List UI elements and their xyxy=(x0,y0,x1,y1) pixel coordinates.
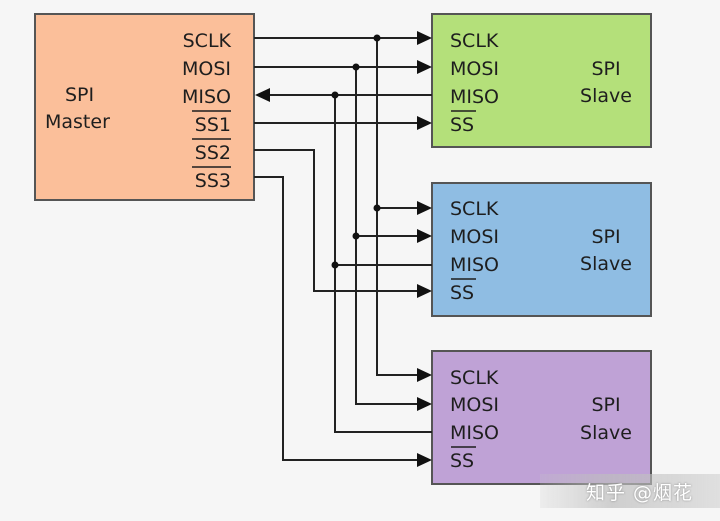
master-name-line2: Master xyxy=(45,111,110,133)
arrow-slave2-ss xyxy=(417,284,432,298)
slave3-box xyxy=(431,350,652,485)
master-pin-ss2: SS2 xyxy=(195,142,231,164)
master-pin-miso: MISO xyxy=(182,86,231,108)
ss3-wire xyxy=(254,176,418,461)
slave2-name-line2: Slave xyxy=(580,253,632,275)
slave3-pin-ss: SS xyxy=(450,450,474,472)
arrow-master-miso xyxy=(255,88,270,102)
slave2-pin-mosi: MOSI xyxy=(450,226,499,248)
slave2-box xyxy=(431,182,652,317)
arrow-slave1-mosi xyxy=(417,60,432,74)
arrow-slave3-mosi xyxy=(417,397,432,411)
slave1-pin-sclk: SCLK xyxy=(450,30,499,52)
slave1-box xyxy=(431,13,652,148)
arrow-slave1-sclk xyxy=(417,31,432,45)
slave3-pin-sclk: SCLK xyxy=(450,367,499,389)
master-pin-sclk: SCLK xyxy=(183,30,232,52)
slave3-name-line2: Slave xyxy=(580,422,632,444)
watermark-backdrop xyxy=(540,474,720,508)
ss2-wire xyxy=(254,149,418,292)
slave3-pin-miso: MISO xyxy=(450,422,499,444)
slave2-pin-sclk: SCLK xyxy=(450,198,499,220)
mosi-wire xyxy=(254,63,418,405)
slave2-pin-ss: SS xyxy=(450,282,474,304)
arrow-slave1-ss xyxy=(417,116,432,130)
slave3-pin-mosi: MOSI xyxy=(450,394,499,416)
sclk-wire xyxy=(254,34,418,376)
master-name-line1: SPI xyxy=(65,84,94,106)
miso-wire xyxy=(270,91,432,433)
arrow-slave2-sclk xyxy=(417,201,432,215)
arrow-slave2-mosi xyxy=(417,229,432,243)
slave1-pin-mosi: MOSI xyxy=(450,58,499,80)
slave2-pin-miso: MISO xyxy=(450,254,499,276)
watermark: 知乎 @烟花 xyxy=(586,482,694,504)
arrow-slave3-sclk xyxy=(417,368,432,382)
slave1-name-line2: Slave xyxy=(580,85,632,107)
arrow-slave3-ss xyxy=(417,453,432,467)
slave1-name-line1: SPI xyxy=(591,58,620,80)
slave2-name-line1: SPI xyxy=(591,226,620,248)
slave3-name-line1: SPI xyxy=(591,394,620,416)
master-box xyxy=(34,13,255,201)
slave1-pin-miso: MISO xyxy=(450,86,499,108)
slave1-pin-ss: SS xyxy=(450,114,474,136)
master-pin-ss1: SS1 xyxy=(195,114,231,136)
master-pin-mosi: MOSI xyxy=(182,58,231,80)
master-pin-ss3: SS3 xyxy=(195,170,231,192)
